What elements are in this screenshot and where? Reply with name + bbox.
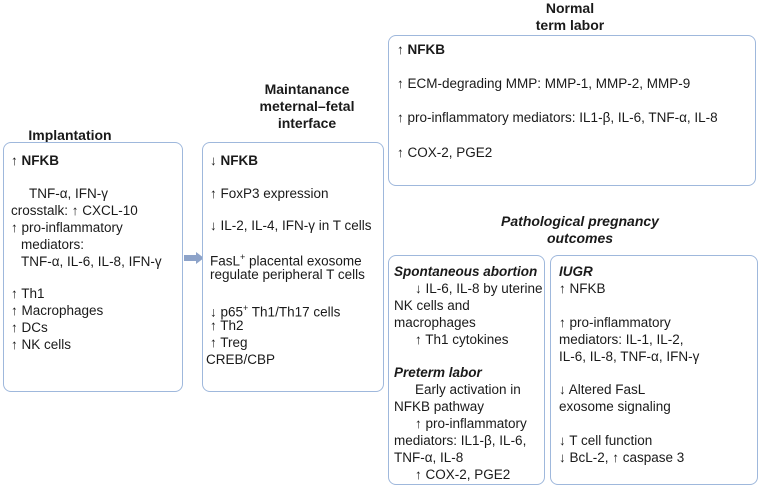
interface-line: ↑ Treg [210, 335, 248, 350]
exosome-text: placental exosome [245, 253, 362, 269]
preterm-line: ↑ pro-inflammatory [415, 416, 527, 431]
implantation-line: ↑ NK cells [11, 337, 72, 352]
p65-text: ↓ p65 [210, 304, 244, 320]
interface-line: regulate peripheral T cells [210, 267, 365, 282]
iugr-box: IUGR ↑ NFKB ↑ pro-inflammatory mediators… [550, 255, 758, 485]
fasl-text: FasL [210, 253, 241, 269]
abortion-preterm-box: Spontaneous abortion ↓ IL-6, IL-8 by ute… [388, 255, 545, 485]
abortion-line: ↑ Th1 cytokines [415, 332, 509, 347]
interface-line: CREB/CBP [206, 352, 276, 367]
iugr-line: ↓ T cell function [559, 433, 653, 448]
interface-line: ↓ IL-2, IL-4, IFN-γ in T cells [210, 218, 372, 233]
implantation-line: ↑ DCs [11, 320, 48, 335]
interface-box: ↓ NFKB ↑ FoxP3 expression ↓ IL-2, IL-4, … [202, 142, 384, 392]
interface-line: ↑ Th2 [210, 318, 244, 333]
interface-heading: Maintanance meternal–fetal interface [259, 81, 355, 131]
implantation-line: mediators: [21, 237, 85, 252]
fasl-superscript: + [240, 252, 246, 262]
abortion-line: NK cells and [394, 298, 470, 313]
implantation-line: crosstalk: ↑ CXCL-10 [11, 203, 138, 218]
normal-line: ↑ ECM-degrading MMP: MMP-1, MMP-2, MMP-9 [397, 76, 691, 91]
normal-labor-box: ↑ NFKB ↑ ECM-degrading MMP: MMP-1, MMP-2… [388, 35, 756, 186]
normal-labor-heading: Normal term labor [535, 0, 605, 33]
interface-line: ↓ p65+ Th1/Th17 cells [210, 300, 340, 321]
iugr-line: exosome signaling [559, 399, 671, 414]
preterm-line: mediators: IL1-β, IL-6, [394, 433, 527, 448]
normal-line: ↑ pro-inflammatory mediators: IL1-β, IL-… [397, 110, 718, 125]
implantation-box: ↑ NFKB TNF-α, IFN-γ crosstalk: ↑ CXCL-10… [3, 142, 183, 392]
implantation-heading: Implantation [28, 127, 112, 143]
interface-nfkb: ↓ NFKB [210, 153, 258, 168]
normal-line: ↑ COX-2, PGE2 [397, 145, 493, 160]
th-cells-text: Th1/Th17 cells [248, 304, 341, 320]
abortion-line: macrophages [394, 315, 476, 330]
interface-line: ↑ FoxP3 expression [210, 186, 329, 201]
implantation-line: TNF-α, IFN-γ [29, 186, 109, 201]
implantation-line: ↑ Th1 [11, 286, 45, 301]
implantation-line: ↑ Macrophages [11, 303, 104, 318]
abortion-line: ↓ IL-6, IL-8 by uterine [415, 281, 543, 296]
spontaneous-abortion-title: Spontaneous abortion [394, 264, 538, 279]
preterm-line: Early activation in [415, 382, 521, 397]
preterm-line: NFKB pathway [394, 399, 485, 414]
pathological-heading: Pathological pregnancy outcomes [501, 213, 659, 246]
implantation-line: TNF-α, IL-6, IL-8, IFN-γ [21, 254, 162, 269]
iugr-title: IUGR [559, 264, 593, 279]
iugr-line: ↓ Altered FasL [559, 382, 646, 397]
implantation-nfkb: ↑ NFKB [11, 153, 59, 168]
iugr-line: ↑ pro-inflammatory [559, 315, 671, 330]
iugr-line: ↑ NFKB [559, 281, 606, 296]
preterm-line: TNF-α, IL-8 [394, 450, 464, 465]
preterm-line: ↑ COX-2, PGE2 [415, 467, 511, 482]
implantation-line: ↑ pro-inflammatory [11, 220, 123, 235]
p65-superscript: + [243, 303, 249, 313]
normal-nfkb: ↑ NFKB [397, 42, 445, 57]
iugr-line: IL-6, IL-8, TNF-α, IFN-γ [559, 349, 700, 364]
preterm-labor-title: Preterm labor [394, 365, 482, 380]
iugr-line: mediators: IL-1, IL-2, [559, 332, 684, 347]
iugr-line: ↓ BcL-2, ↑ caspase 3 [559, 450, 685, 465]
interface-line: FasL+ placental exosome [210, 249, 362, 270]
